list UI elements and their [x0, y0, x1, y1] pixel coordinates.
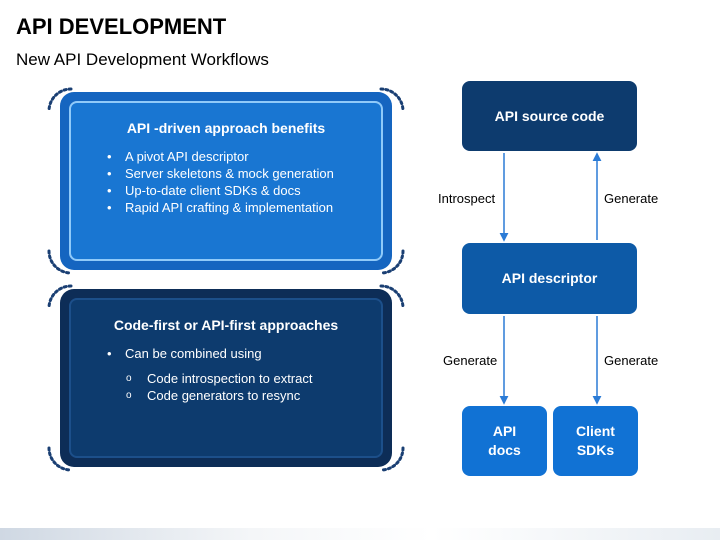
node-label-line1: Client	[576, 423, 615, 439]
edge-label-generate-docs: Generate	[443, 353, 498, 368]
api-docs-node: API docs	[462, 406, 547, 476]
card1-top-right-arc	[379, 87, 405, 113]
node-label-line1: API	[492, 423, 517, 439]
api-descriptor-node: API descriptor	[462, 243, 637, 314]
card2-bottom-left-arc	[47, 446, 73, 472]
benefits-card-inner: API -driven approach benefits A pivot AP…	[69, 101, 383, 261]
approaches-card: Code-first or API-first approaches Can b…	[60, 289, 392, 467]
client-sdks-node: Client SDKs	[553, 406, 638, 476]
list-item: Rapid API crafting & implementation	[101, 199, 334, 216]
benefits-card: API -driven approach benefits A pivot AP…	[60, 92, 392, 270]
node-label: API descriptor	[501, 270, 598, 286]
card2-bottom-right-arc	[379, 446, 405, 472]
sub-list-item: Code introspection to extract	[125, 370, 312, 387]
node-label-line2: docs	[488, 442, 521, 458]
sub-list-item: Code generators to resync	[125, 387, 312, 404]
footer-gradient-bar	[0, 528, 720, 540]
card1-bottom-left-arc	[47, 249, 73, 275]
benefits-heading: API -driven approach benefits	[126, 120, 326, 136]
node-label-line2: SDKs	[576, 442, 615, 458]
page-subtitle: New API Development Workflows	[16, 50, 269, 69]
card2-top-right-arc	[379, 284, 405, 310]
edge-label-introspect: Introspect	[438, 191, 496, 206]
approaches-list: Can be combined using Code introspection…	[101, 345, 312, 404]
edge-label-generate-sdks: Generate	[604, 353, 659, 368]
list-item: Server skeletons & mock generation	[101, 165, 334, 182]
page-title: API DEVELOPMENT	[16, 14, 227, 39]
list-item: Can be combined using Code introspection…	[101, 345, 312, 404]
node-label: API source code	[494, 107, 605, 124]
sub-list: Code introspection to extract Code gener…	[125, 370, 312, 404]
list-item: Up-to-date client SDKs & docs	[101, 182, 334, 199]
edge-label-generate-source: Generate	[604, 191, 659, 206]
card1-bottom-right-arc	[379, 249, 405, 275]
benefits-list: A pivot API descriptor Server skeletons …	[101, 148, 334, 216]
api-source-code-node: API source code	[462, 81, 637, 151]
list-item-text: Can be combined using	[125, 346, 262, 361]
card1-top-left-arc	[47, 87, 73, 113]
approaches-card-inner: Code-first or API-first approaches Can b…	[69, 298, 383, 458]
approaches-heading: Code-first or API-first approaches	[113, 317, 339, 333]
card2-top-left-arc	[47, 284, 73, 310]
list-item: A pivot API descriptor	[101, 148, 334, 165]
